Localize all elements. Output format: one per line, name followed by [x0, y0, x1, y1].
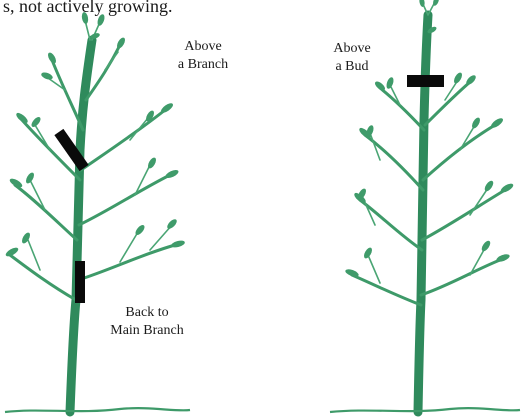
label-above-bud: Above a Bud — [322, 40, 382, 76]
label-above-bud-line2: a Bud — [322, 58, 382, 76]
right-branch — [352, 275, 421, 305]
left-branch — [10, 255, 76, 300]
left-branch — [52, 60, 83, 130]
label-above-branch-line1: Above — [158, 38, 248, 56]
label-main-branch: Back to Main Branch — [92, 304, 202, 340]
right-branch — [423, 125, 495, 180]
right-trunk — [418, 15, 428, 412]
left-branch — [15, 185, 77, 240]
cut-mark-main-branch — [75, 261, 85, 303]
label-above-branch: Above a Branch — [158, 38, 248, 74]
header-text: s, not actively growing. — [3, 0, 172, 15]
cut-mark-above-bud — [407, 75, 444, 87]
label-main-branch-line1: Back to — [92, 304, 202, 322]
right-branch — [380, 88, 424, 130]
right-branch — [421, 260, 500, 295]
right-ground — [330, 408, 520, 412]
label-above-bud-line1: Above — [322, 40, 382, 58]
left-branch — [79, 175, 170, 225]
right-branch — [425, 82, 470, 125]
right-branch — [360, 200, 422, 250]
left-ground — [5, 408, 190, 412]
right-branch — [422, 190, 505, 240]
label-above-branch-line2: a Branch — [158, 56, 248, 74]
label-main-branch-line2: Main Branch — [92, 322, 202, 340]
